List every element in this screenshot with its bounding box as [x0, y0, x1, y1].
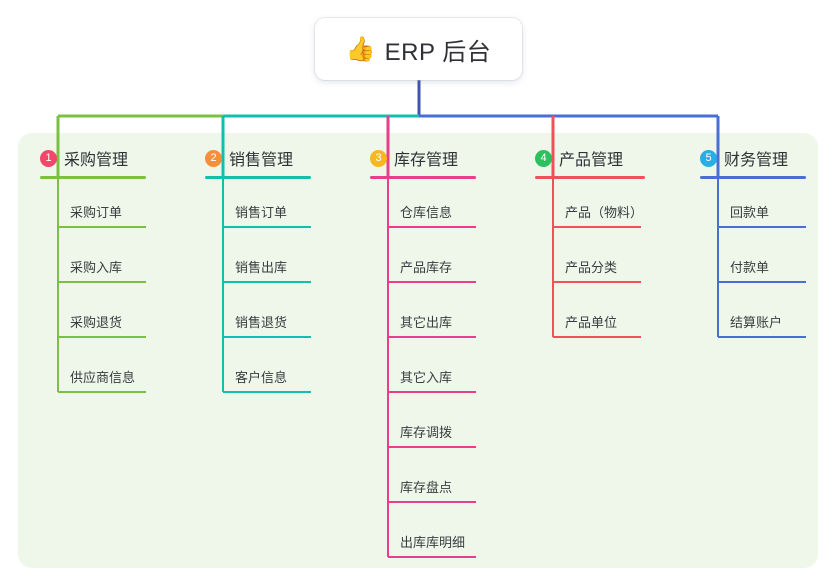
leaf-node-label: 采购订单	[70, 205, 123, 220]
branch-title: 产品管理	[559, 152, 624, 169]
leaf-node-label: 销售订单	[235, 205, 288, 220]
leaf-node-label: 付款单	[730, 260, 770, 275]
leaf-node-label: 供应商信息	[70, 370, 136, 385]
branch-number-badge: 4	[535, 149, 552, 167]
branch-header-rule	[370, 176, 476, 179]
leaf-node-label: 出库库明细	[400, 535, 466, 550]
branch-column-4: 4 产品管理	[535, 147, 623, 169]
leaf-node-label: 产品分类	[565, 260, 618, 275]
leaf-node-label: 库存调拨	[400, 425, 453, 440]
leaf-node-label: 回款单	[730, 205, 770, 220]
root-node-title: ERP 后台	[384, 38, 492, 66]
branch-column-5: 5 财务管理	[700, 147, 788, 169]
branch-number-badge: 5	[700, 149, 717, 167]
branch-number-badge: 1	[40, 149, 57, 167]
thumbs-up-emoji: 👍	[345, 35, 376, 63]
branch-column-3: 3 库存管理	[370, 147, 458, 169]
branch-header-rule	[205, 176, 311, 179]
leaf-node-label: 仓库信息	[400, 205, 453, 220]
leaf-node-label: 库存盘点	[400, 480, 453, 495]
leaf-node-label: 其它出库	[400, 315, 453, 330]
branch-column-2: 2 销售管理	[205, 147, 293, 169]
leaf-node-label: 销售出库	[235, 260, 288, 275]
leaf-node-label: 产品（物料）	[565, 205, 644, 220]
branch-header-rule	[40, 176, 146, 179]
branch-header-5[interactable]: 5 财务管理	[700, 147, 788, 169]
branch-title: 财务管理	[724, 152, 789, 169]
branch-header-rule	[700, 176, 806, 179]
branch-header-1[interactable]: 1 采购管理	[40, 147, 128, 169]
branch-header-3[interactable]: 3 库存管理	[370, 147, 458, 169]
diagram-background-panel	[18, 133, 818, 568]
branch-number-badge: 2	[205, 149, 222, 167]
branch-header-2[interactable]: 2 销售管理	[205, 147, 293, 169]
branch-header-rule	[535, 176, 645, 179]
branch-column-1: 1 采购管理	[40, 147, 128, 169]
branch-title: 采购管理	[64, 152, 129, 169]
branch-header-4[interactable]: 4 产品管理	[535, 147, 623, 169]
branch-number-badge: 3	[370, 149, 387, 167]
leaf-node-label: 结算账户	[730, 315, 783, 330]
leaf-node-label: 产品单位	[565, 315, 618, 330]
leaf-node-label: 其它入库	[400, 370, 453, 385]
branch-title: 库存管理	[394, 152, 459, 169]
branch-title: 销售管理	[229, 152, 294, 169]
leaf-node-label: 采购入库	[70, 260, 123, 275]
leaf-node-label: 采购退货	[70, 315, 123, 330]
root-node[interactable]: 👍 ERP 后台	[315, 18, 522, 80]
leaf-node-label: 产品库存	[400, 260, 453, 275]
leaf-node-label: 销售退货	[235, 315, 288, 330]
leaf-node-label: 客户信息	[235, 370, 288, 385]
